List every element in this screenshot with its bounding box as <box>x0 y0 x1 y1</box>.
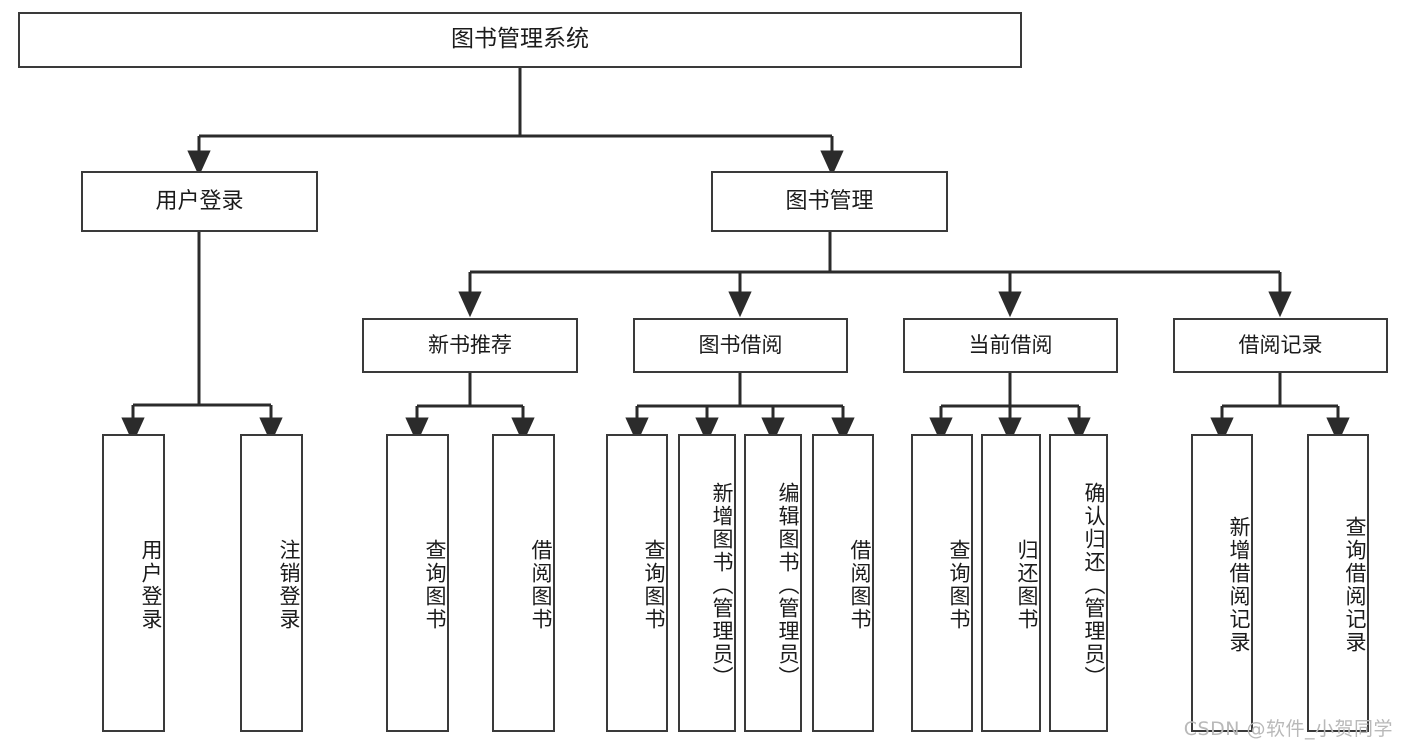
leaf-borrow-add-book-admin[interactable]: 新增图书（管理员） <box>678 434 736 732</box>
leaf-label: 查询图书 <box>423 539 447 631</box>
leaf-label: 归还图书 <box>1015 539 1039 631</box>
leaf-record-add-record[interactable]: 新增借阅记录 <box>1191 434 1253 732</box>
node-new-book-recommend[interactable]: 新书推荐 <box>362 318 578 373</box>
leaf-label: 新增图书（管理员） <box>710 481 734 689</box>
leaf-label: 查询图书 <box>947 539 971 631</box>
node-current-borrow[interactable]: 当前借阅 <box>903 318 1118 373</box>
leaf-label: 借阅图书 <box>848 539 872 631</box>
leaf-borrow-query-book[interactable]: 查询图书 <box>606 434 668 732</box>
leaf-user-login-logout[interactable]: 注销登录 <box>240 434 303 732</box>
leaf-label: 确认归还（管理员） <box>1082 481 1106 689</box>
leaf-current-query-book[interactable]: 查询图书 <box>911 434 973 732</box>
leaf-label: 借阅图书 <box>529 539 553 631</box>
leaf-label: 查询借阅记录 <box>1343 516 1367 654</box>
watermark-text: CSDN @软件_小贺同学 <box>1183 718 1393 740</box>
leaf-recommend-query-book[interactable]: 查询图书 <box>386 434 449 732</box>
leaf-label: 查询图书 <box>642 539 666 631</box>
leaf-label: 新增借阅记录 <box>1227 516 1251 654</box>
node-book-management[interactable]: 图书管理 <box>711 171 948 232</box>
leaf-record-query-record[interactable]: 查询借阅记录 <box>1307 434 1369 732</box>
leaf-borrow-edit-book-admin[interactable]: 编辑图书（管理员） <box>744 434 802 732</box>
leaf-current-return-book[interactable]: 归还图书 <box>981 434 1041 732</box>
leaf-borrow-borrow-book[interactable]: 借阅图书 <box>812 434 874 732</box>
leaf-user-login-login[interactable]: 用户登录 <box>102 434 165 732</box>
node-book-borrow[interactable]: 图书借阅 <box>633 318 848 373</box>
leaf-recommend-borrow-book[interactable]: 借阅图书 <box>492 434 555 732</box>
node-borrow-record[interactable]: 借阅记录 <box>1173 318 1388 373</box>
node-root-system[interactable]: 图书管理系统 <box>18 12 1022 68</box>
leaf-label: 注销登录 <box>277 539 301 631</box>
node-user-login[interactable]: 用户登录 <box>81 171 318 232</box>
leaf-label: 用户登录 <box>139 539 163 631</box>
leaf-current-confirm-return-admin[interactable]: 确认归还（管理员） <box>1049 434 1108 732</box>
leaf-label: 编辑图书（管理员） <box>776 481 800 689</box>
